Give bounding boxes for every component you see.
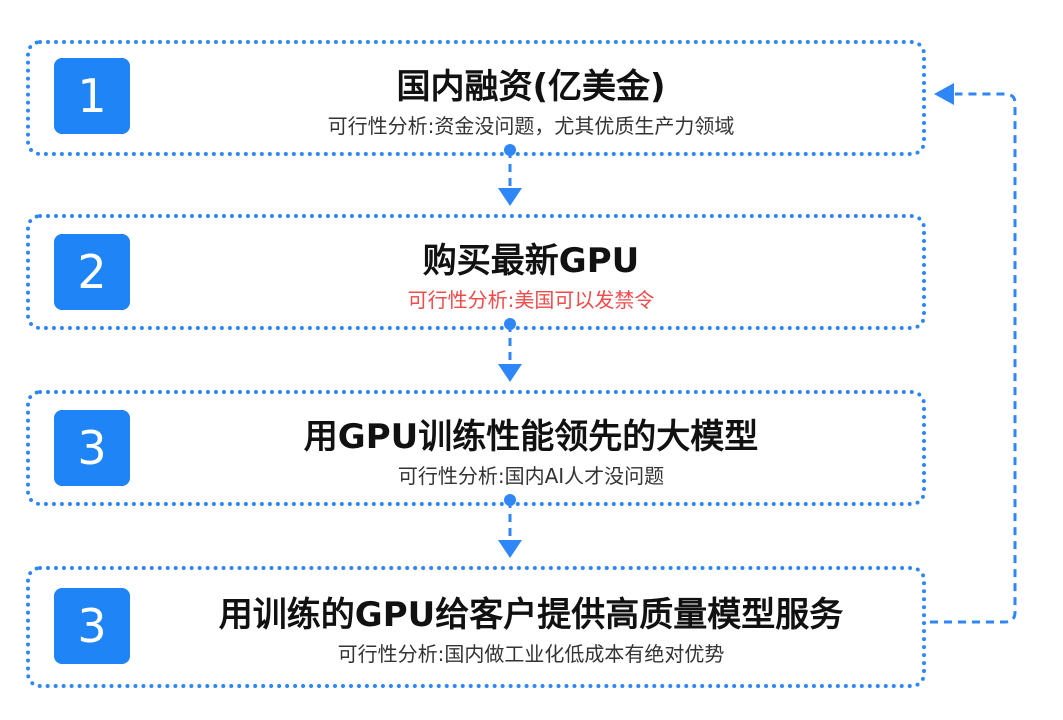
connector-2-to-3 [498,318,522,382]
connector-1-to-2 [498,144,522,206]
arrow-down-icon [498,364,522,382]
step-subtitle: 可行性分析:国内AI人才没问题 [397,464,665,488]
arrow-down-icon [498,540,522,558]
connector-3-to-4 [498,494,522,558]
step-box-2: 2 购买最新GPU 可行性分析:美国可以发禁令 [26,214,926,330]
connector-loop-line [930,92,1017,624]
step-text: 国内融资(亿美金) 可行性分析:资金没问题，尤其优质生产力领域 [140,66,922,140]
step-title: 购买最新GPU [422,241,640,281]
step-number-badge: 3 [54,410,130,486]
step-number-badge: 2 [54,234,130,310]
step-title: 用训练的GPU给客户提供高质量模型服务 [218,595,844,635]
connector-loop-4-to-1 [930,83,1017,624]
step-subtitle-warning: 可行性分析:美国可以发禁令 [407,288,655,312]
arrow-down-icon [498,188,522,206]
arrow-left-icon [934,83,954,105]
step-number-badge: 3 [54,588,130,664]
step-number-badge: 1 [54,58,130,134]
step-subtitle: 可行性分析:资金没问题，尤其优质生产力领域 [327,114,735,138]
step-title: 用GPU训练性能领先的大模型 [303,417,759,457]
step-subtitle: 可行性分析:国内做工业化低成本有绝对优势 [337,642,725,666]
step-text: 用训练的GPU给客户提供高质量模型服务 可行性分析:国内做工业化低成本有绝对优势 [140,594,922,668]
step-box-1: 1 国内融资(亿美金) 可行性分析:资金没问题，尤其优质生产力领域 [26,40,926,156]
step-box-4: 3 用训练的GPU给客户提供高质量模型服务 可行性分析:国内做工业化低成本有绝对… [26,566,926,688]
step-title: 国内融资(亿美金) [396,67,666,107]
step-text: 购买最新GPU 可行性分析:美国可以发禁令 [140,240,922,314]
step-text: 用GPU训练性能领先的大模型 可行性分析:国内AI人才没问题 [140,416,922,490]
step-box-3: 3 用GPU训练性能领先的大模型 可行性分析:国内AI人才没问题 [26,390,926,506]
